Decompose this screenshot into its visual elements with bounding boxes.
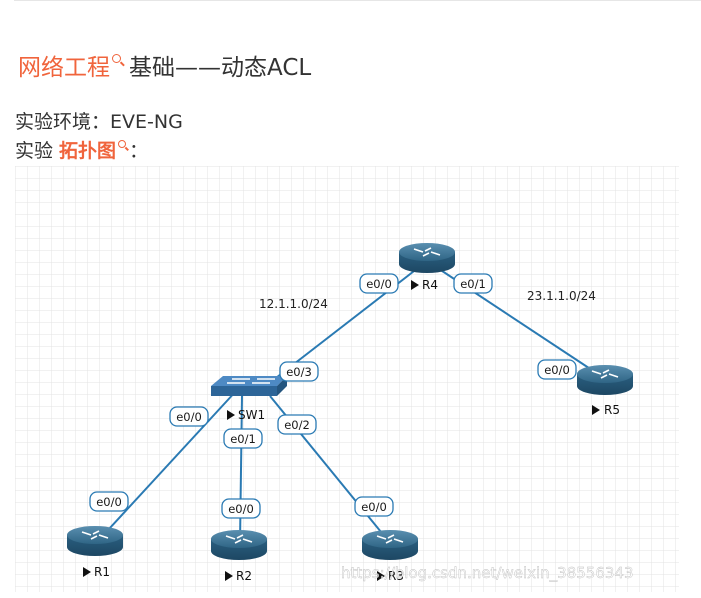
topology-suffix: ：: [129, 140, 149, 162]
interface-label-r1-e00: e0/0: [89, 491, 129, 512]
router-r1[interactable]: R1: [66, 525, 124, 579]
svg-text:e0/0: e0/0: [361, 500, 387, 514]
router-r4[interactable]: R4: [398, 242, 456, 292]
svg-text:e0/2: e0/2: [284, 418, 310, 432]
device-label: R4: [422, 278, 438, 292]
play-icon: [592, 405, 600, 415]
interface-label-r2-e00: e0/0: [221, 498, 261, 519]
network-label-left: 12.1.1.0/24: [259, 297, 328, 311]
watermark: https://blog.csdn.net/weixin_38556343: [341, 564, 634, 583]
topology-keyword-link[interactable]: 拓扑图: [59, 140, 117, 162]
title-keyword-link[interactable]: 网络工程: [18, 55, 110, 81]
svg-text:e0/0: e0/0: [228, 502, 254, 516]
device-label: R2: [236, 569, 252, 583]
router-icon: [398, 242, 456, 274]
svg-text:e0/3: e0/3: [286, 365, 312, 379]
top-divider: [14, 0, 701, 1]
play-icon: [227, 410, 235, 420]
router-r3[interactable]: R3: [361, 529, 419, 583]
interface-label-sw1-e00: e0/0: [169, 406, 209, 427]
env-line: 实验环境：EVE-NG: [15, 111, 183, 133]
svg-text:e0/0: e0/0: [366, 277, 392, 291]
router-icon: [576, 364, 634, 396]
interface-label-sw1-e03: e0/3: [279, 361, 319, 382]
svg-text:e0/0: e0/0: [544, 363, 570, 377]
link-sw1-r1: [96, 389, 238, 543]
topology-diagram: R4 R5 SW1 R1 R2: [15, 166, 679, 592]
interface-label-r4-e00: e0/0: [359, 273, 399, 294]
svg-text:e0/1: e0/1: [460, 277, 486, 291]
router-icon: [210, 529, 268, 561]
device-label: SW1: [238, 408, 265, 422]
router-r2[interactable]: R2: [210, 529, 268, 583]
network-label-right: 23.1.1.0/24: [527, 289, 596, 303]
router-icon: [66, 525, 124, 557]
play-icon: [411, 280, 419, 290]
search-icon[interactable]: [118, 140, 127, 148]
interface-label-r5-e00: e0/0: [537, 359, 577, 380]
topology-line: 实验 拓扑图 ：: [15, 138, 148, 164]
router-icon: [361, 529, 419, 561]
interface-label-sw1-e02: e0/2: [277, 414, 317, 435]
link-r4-sw1: [271, 260, 428, 382]
router-r5[interactable]: R5: [576, 364, 634, 417]
switch-icon: [211, 376, 287, 396]
device-label: R5: [604, 403, 620, 417]
play-icon: [225, 571, 233, 581]
device-label: R3: [388, 569, 404, 583]
article-title: 网络工程基础——动态ACL: [18, 52, 311, 84]
svg-text:e0/0: e0/0: [176, 410, 202, 424]
title-text: 基础——动态ACL: [129, 55, 312, 81]
play-icon: [83, 567, 91, 577]
svg-text:e0/0: e0/0: [96, 495, 122, 509]
switch-sw1[interactable]: SW1: [211, 376, 287, 422]
interface-label-r4-e01: e0/1: [453, 273, 493, 294]
interface-label-sw1-e01: e0/1: [223, 428, 263, 449]
svg-text:e0/1: e0/1: [230, 432, 256, 446]
topology-prefix: 实验: [15, 140, 60, 162]
device-label: R1: [94, 565, 110, 579]
play-icon: [377, 571, 385, 581]
search-icon[interactable]: [112, 54, 121, 63]
interface-label-r3-e00: e0/0: [354, 496, 394, 517]
